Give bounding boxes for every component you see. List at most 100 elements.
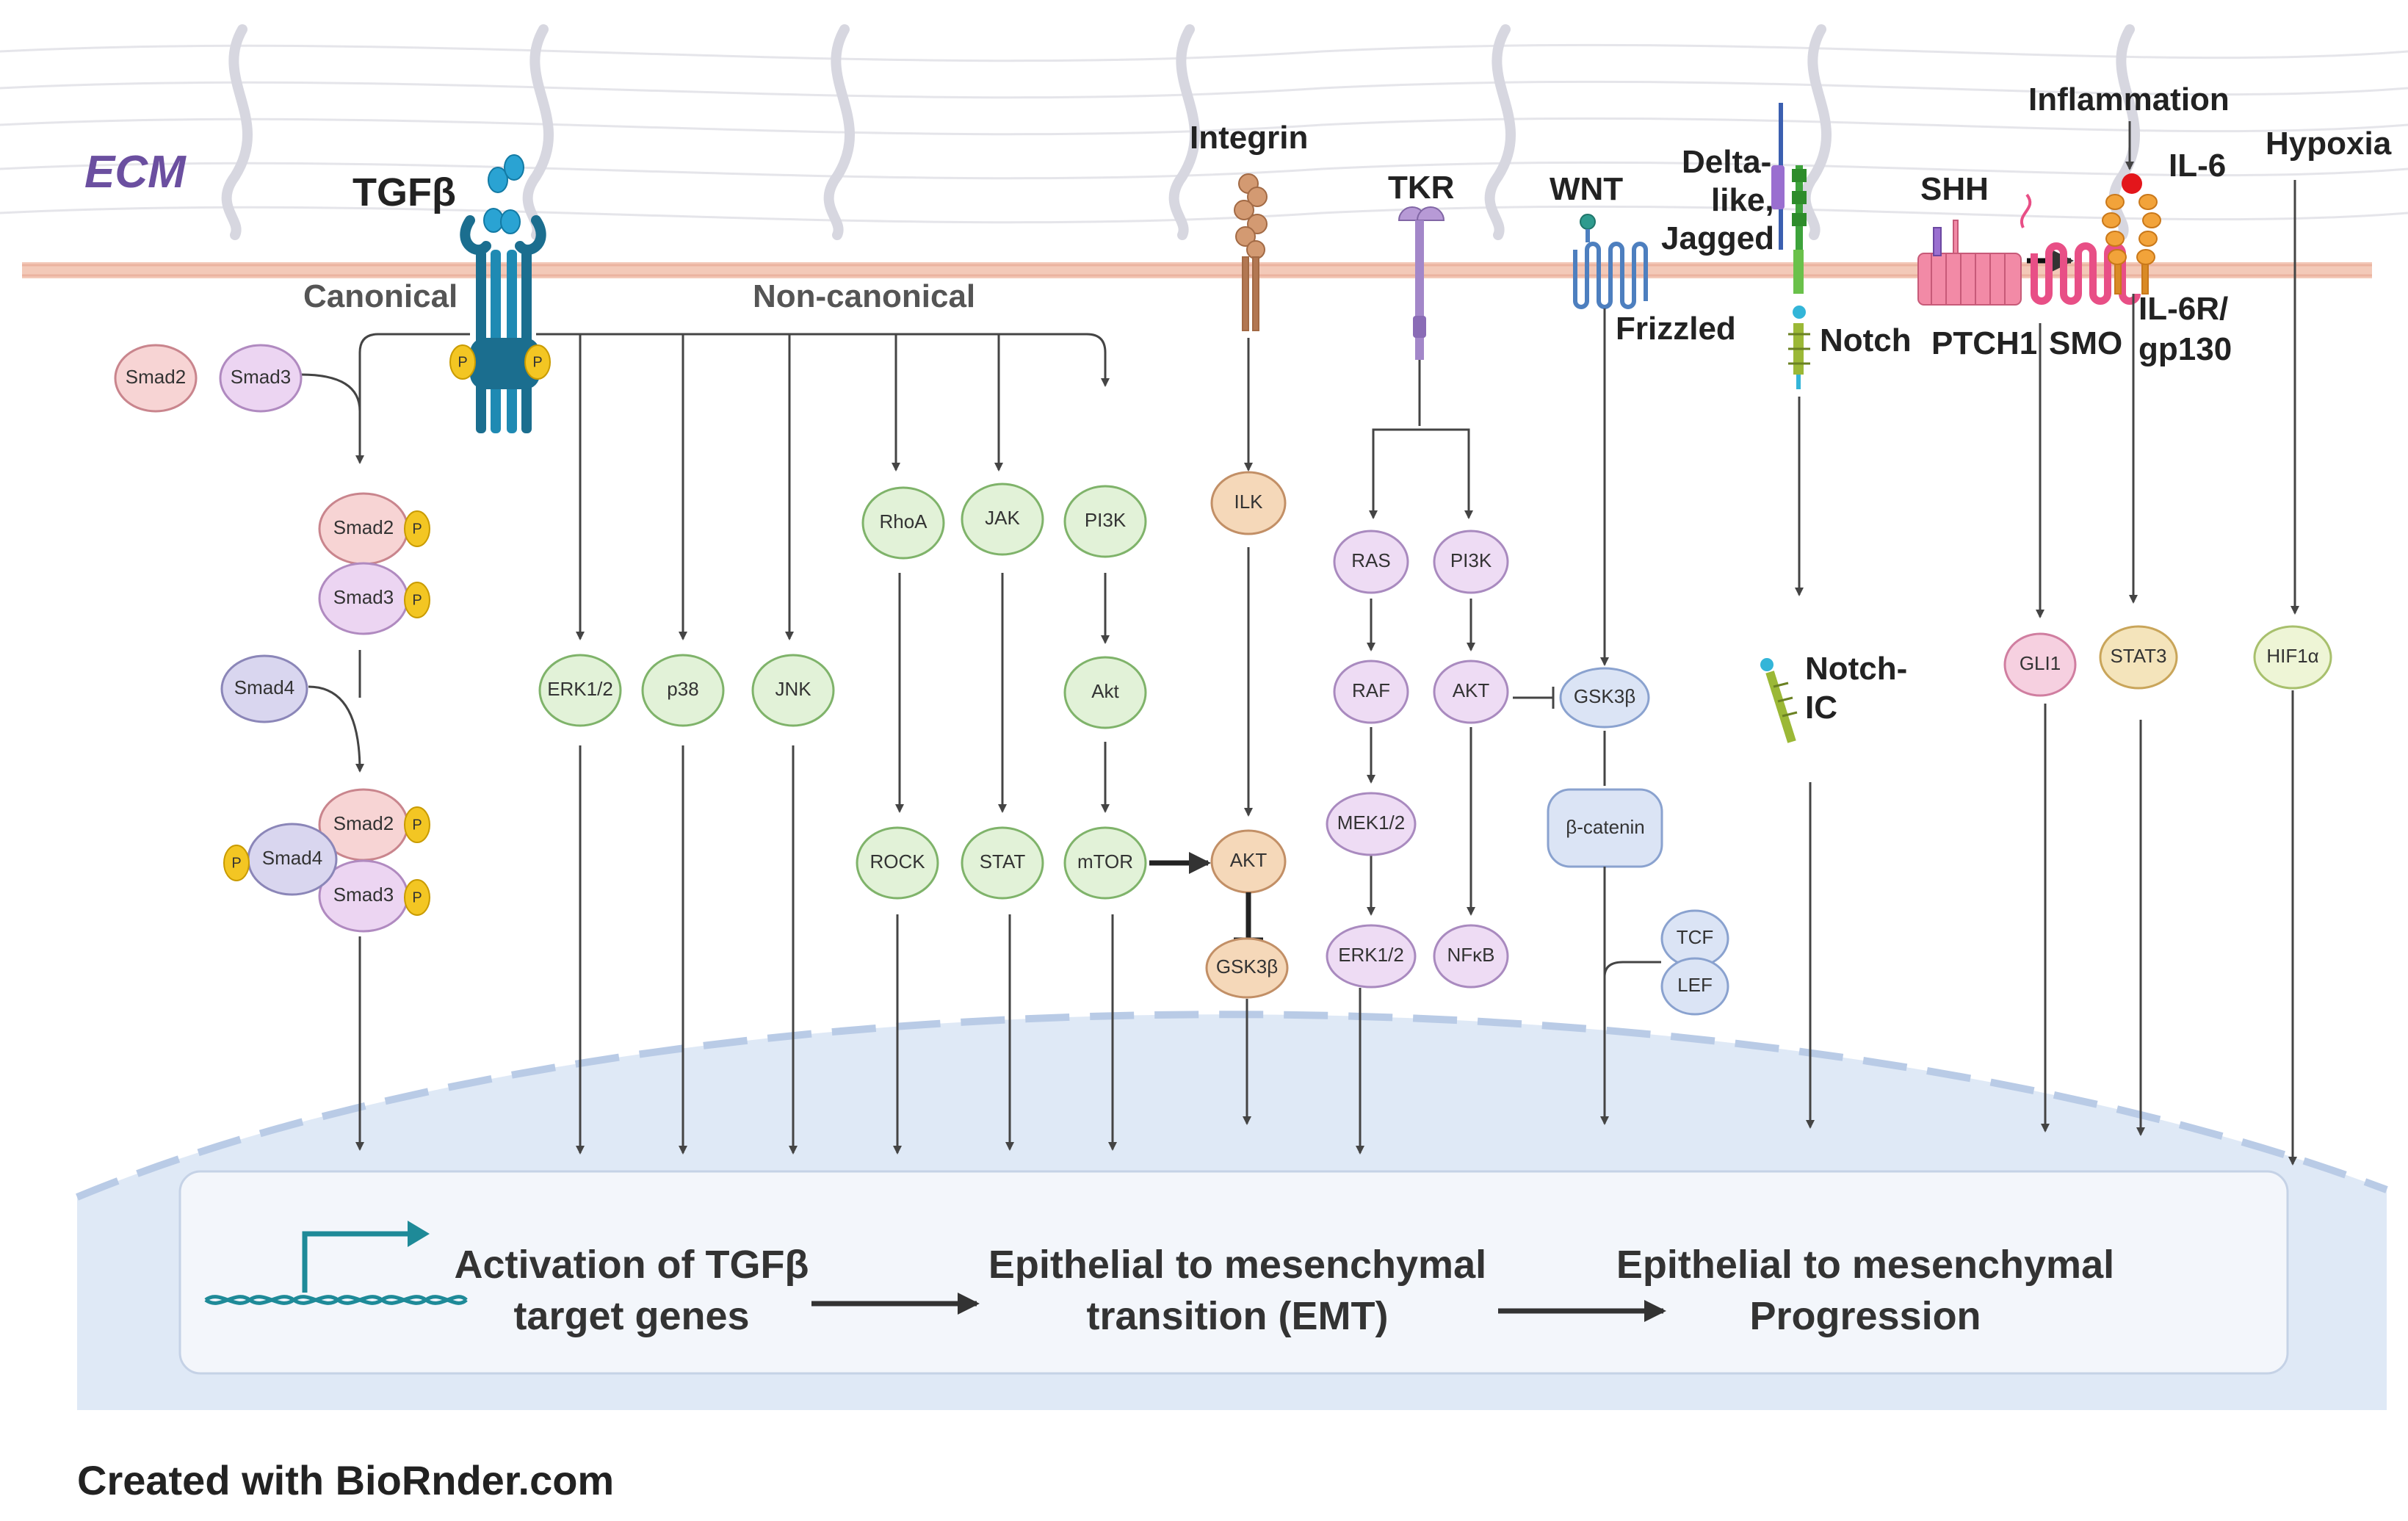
svg-text:RAS: RAS — [1351, 549, 1390, 571]
ptch1-receptor-icon — [1917, 220, 2022, 306]
svg-text:ERK1/2: ERK1/2 — [547, 678, 613, 700]
svg-text:P: P — [231, 855, 241, 871]
akt-tkr-node: AKT — [1433, 660, 1509, 724]
svg-text:ROCK: ROCK — [869, 850, 925, 873]
svg-text:JAK: JAK — [985, 507, 1020, 529]
svg-text:Smad3: Smad3 — [333, 586, 394, 608]
notch-ic-icon — [1760, 658, 1798, 743]
ras-node: RAS — [1333, 530, 1409, 594]
svg-text:β-catenin: β-catenin — [1566, 816, 1644, 838]
svg-text:P: P — [412, 592, 422, 608]
smad3-to-complex-line — [300, 373, 361, 412]
svg-text:Akt: Akt — [1091, 680, 1119, 702]
frizzled-receptor-icon — [1573, 214, 1648, 309]
hypoxia-label: Hypoxia — [2266, 126, 2392, 162]
outcome-step2-line2: transition (EMT) — [1087, 1294, 1389, 1338]
il6-ligand-icon — [2122, 173, 2142, 194]
tgfb-branch-lines — [355, 333, 1110, 640]
il6r-receptor-icon — [2102, 194, 2161, 295]
outcome-step3-line1: Epithelial to mesenchymal — [1616, 1243, 2114, 1287]
svg-text:Smad2: Smad2 — [333, 516, 394, 538]
beta-catenin-node: β-catenin — [1547, 788, 1663, 868]
svg-text:HIF1α: HIF1α — [2266, 645, 2318, 667]
svg-text:mTOR: mTOR — [1077, 850, 1133, 873]
stat-node: STAT — [961, 826, 1044, 900]
mek12-node: MEK1/2 — [1326, 792, 1417, 856]
ilk-node: ILK — [1210, 471, 1287, 535]
transcription-start-arrow-icon — [302, 1221, 430, 1293]
svg-text:P: P — [412, 817, 422, 833]
svg-text:ILK: ILK — [1234, 491, 1263, 513]
jnk-node: JNK — [751, 654, 835, 727]
outcome-step1-line2: target genes — [513, 1294, 749, 1338]
il6-label: IL-6 — [2169, 148, 2226, 184]
svg-text:GLI1: GLI1 — [2020, 652, 2061, 674]
smad4-to-complex-line — [308, 685, 364, 773]
svg-text:Smad4: Smad4 — [262, 847, 322, 869]
p38-node: p38 — [641, 654, 725, 727]
svg-text:GSK3β: GSK3β — [1574, 685, 1635, 707]
svg-text:JNK: JNK — [775, 678, 811, 700]
tkr-branch-lines — [1356, 360, 1555, 1155]
svg-text:Smad3: Smad3 — [231, 366, 291, 388]
il6r-label-line1: IL-6R/ — [2138, 291, 2228, 327]
dna-icon — [204, 1295, 468, 1305]
smad4-node: Smad4 — [220, 654, 308, 723]
smad-complex-node: Smad2 P Smad3 P Smad4 P — [223, 788, 430, 933]
outcome-step3-line2: Progression — [1749, 1294, 1981, 1338]
svg-text:NFκB: NFκB — [1447, 944, 1495, 966]
erk12-node: ERK1/2 — [538, 654, 622, 727]
svg-text:Smad4: Smad4 — [234, 676, 294, 698]
jak-node: JAK — [961, 483, 1044, 556]
tgfb-ligand-icon — [483, 154, 524, 234]
svg-text:GSK3β: GSK3β — [1216, 955, 1278, 978]
ecm-label: ECM — [84, 147, 187, 198]
shh-label: SHH — [1920, 171, 1989, 207]
svg-text:STAT3: STAT3 — [2110, 645, 2166, 667]
tcf-node: TCF — [1660, 909, 1729, 968]
svg-text:Smad2: Smad2 — [126, 366, 186, 388]
inflammation-label: Inflammation — [2028, 82, 2230, 118]
raf-node: RAF — [1333, 660, 1409, 724]
gli1-node: GLI1 — [2003, 632, 2077, 697]
mtor-node: mTOR — [1063, 826, 1147, 900]
tkr-receptor-icon — [1398, 206, 1445, 360]
pi3k-node: PI3K — [1063, 485, 1147, 558]
svg-text:RAF: RAF — [1352, 679, 1390, 701]
lef-node: LEF — [1660, 957, 1729, 1016]
gsk3b-wnt-node: GSK3β — [1559, 667, 1650, 729]
notch-label: Notch — [1820, 322, 1912, 358]
notch-receptor-icon — [1771, 103, 1810, 389]
integrin-label: Integrin — [1190, 120, 1308, 156]
tgfb-receptor-icon — [460, 215, 546, 433]
tgfb-label: TGFβ — [352, 170, 456, 214]
svg-text:STAT: STAT — [980, 850, 1026, 873]
svg-text:PI3K: PI3K — [1450, 549, 1492, 571]
rock-node: ROCK — [856, 826, 939, 900]
svg-text:PI3K: PI3K — [1085, 509, 1127, 531]
outcome-step2-line1: Epithelial to mesenchymal — [988, 1243, 1486, 1287]
svg-text:TCF: TCF — [1677, 926, 1714, 948]
svg-text:MEK1/2: MEK1/2 — [1337, 812, 1406, 834]
svg-text:LEF: LEF — [1677, 974, 1713, 996]
erk12-tkr-node: ERK1/2 — [1326, 924, 1417, 989]
outcome-box — [178, 1170, 2289, 1375]
wnt-label: WNT — [1550, 171, 1623, 207]
smad2-p-node: Smad2 P — [318, 492, 430, 566]
delta-label-line1: Delta- — [1682, 144, 1771, 180]
phospho-label: P — [458, 354, 467, 370]
noncanonical-label: Non-canonical — [753, 278, 975, 314]
credit-text: Created with BioRnder.com — [77, 1457, 614, 1503]
svg-text:Smad2: Smad2 — [333, 812, 394, 834]
il6r-label-line2: gp130 — [2138, 331, 2232, 367]
delta-label-line2: like, — [1711, 182, 1774, 218]
canonical-label: Canonical — [303, 278, 458, 314]
svg-text:p38: p38 — [667, 678, 698, 700]
ptch1-label: PTCH1 — [1931, 325, 2037, 361]
svg-text:P: P — [412, 521, 422, 537]
rhoa-node: RhoA — [861, 486, 945, 560]
phospho-badge-icon: P P — [449, 344, 551, 380]
hif1a-node: HIF1α — [2253, 625, 2332, 690]
svg-text:Smad3: Smad3 — [333, 884, 394, 906]
notch-ic-label-line1: Notch- — [1805, 651, 1907, 687]
